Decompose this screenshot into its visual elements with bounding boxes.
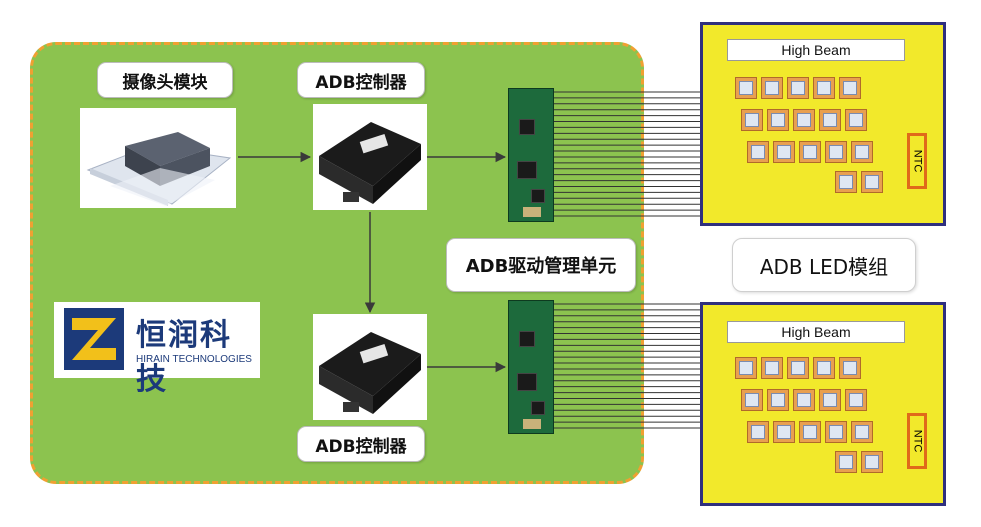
driver-board-top bbox=[508, 88, 554, 222]
led-chip bbox=[861, 451, 883, 473]
led-chip bbox=[799, 141, 821, 163]
led-panel-bottom: High Beam NTC bbox=[700, 302, 946, 506]
ntc-sensor-top: NTC bbox=[907, 133, 927, 189]
driver-unit-label: ADB驱动管理单元 bbox=[446, 238, 636, 292]
wire-bundle-top bbox=[554, 91, 700, 217]
led-chip bbox=[767, 109, 789, 131]
led-chip bbox=[861, 171, 883, 193]
led-panel-top: High Beam NTC bbox=[700, 22, 946, 226]
led-chip bbox=[799, 421, 821, 443]
led-chip bbox=[851, 141, 873, 163]
led-chip bbox=[735, 357, 757, 379]
hirain-logo-mark bbox=[64, 308, 124, 370]
led-chip bbox=[761, 357, 783, 379]
led-chip bbox=[813, 77, 835, 99]
logo-chinese-name: 恒润科技 bbox=[136, 318, 232, 397]
led-chip bbox=[839, 77, 861, 99]
led-chip bbox=[813, 357, 835, 379]
led-chip bbox=[845, 389, 867, 411]
led-panel-bottom-title: High Beam bbox=[727, 321, 905, 343]
led-chip bbox=[767, 389, 789, 411]
led-chip bbox=[825, 141, 847, 163]
led-chip bbox=[825, 421, 847, 443]
led-chip bbox=[839, 357, 861, 379]
led-chip bbox=[735, 77, 757, 99]
camera-module-image bbox=[80, 108, 236, 208]
logo-english-name: HIRAIN TECHNOLOGIES bbox=[136, 354, 252, 365]
led-chip bbox=[793, 389, 815, 411]
controller-top-image bbox=[313, 104, 427, 210]
led-chip bbox=[741, 109, 763, 131]
camera-module-label: 摄像头模块 bbox=[97, 62, 233, 98]
led-module-label: ADB LED模组 bbox=[732, 238, 916, 292]
led-chip bbox=[747, 141, 769, 163]
hirain-logo: 恒润科技 HIRAIN TECHNOLOGIES bbox=[54, 302, 260, 397]
controller-bottom-label: ADB控制器 bbox=[297, 426, 425, 462]
led-chip bbox=[793, 109, 815, 131]
led-chip bbox=[851, 421, 873, 443]
ntc-sensor-bottom: NTC bbox=[907, 413, 927, 469]
led-chip bbox=[845, 109, 867, 131]
led-chip bbox=[773, 421, 795, 443]
driver-board-bottom bbox=[508, 300, 554, 434]
led-chip bbox=[773, 141, 795, 163]
led-chip bbox=[747, 421, 769, 443]
led-chip bbox=[835, 171, 857, 193]
led-panel-top-title: High Beam bbox=[727, 39, 905, 61]
led-chip bbox=[819, 109, 841, 131]
led-chip bbox=[835, 451, 857, 473]
led-chip bbox=[819, 389, 841, 411]
led-chip bbox=[741, 389, 763, 411]
led-chip bbox=[761, 77, 783, 99]
controller-top-label: ADB控制器 bbox=[297, 62, 425, 98]
led-chip bbox=[787, 77, 809, 99]
wire-bundle-bottom bbox=[554, 303, 700, 429]
controller-bottom-image bbox=[313, 314, 427, 420]
led-chip bbox=[787, 357, 809, 379]
